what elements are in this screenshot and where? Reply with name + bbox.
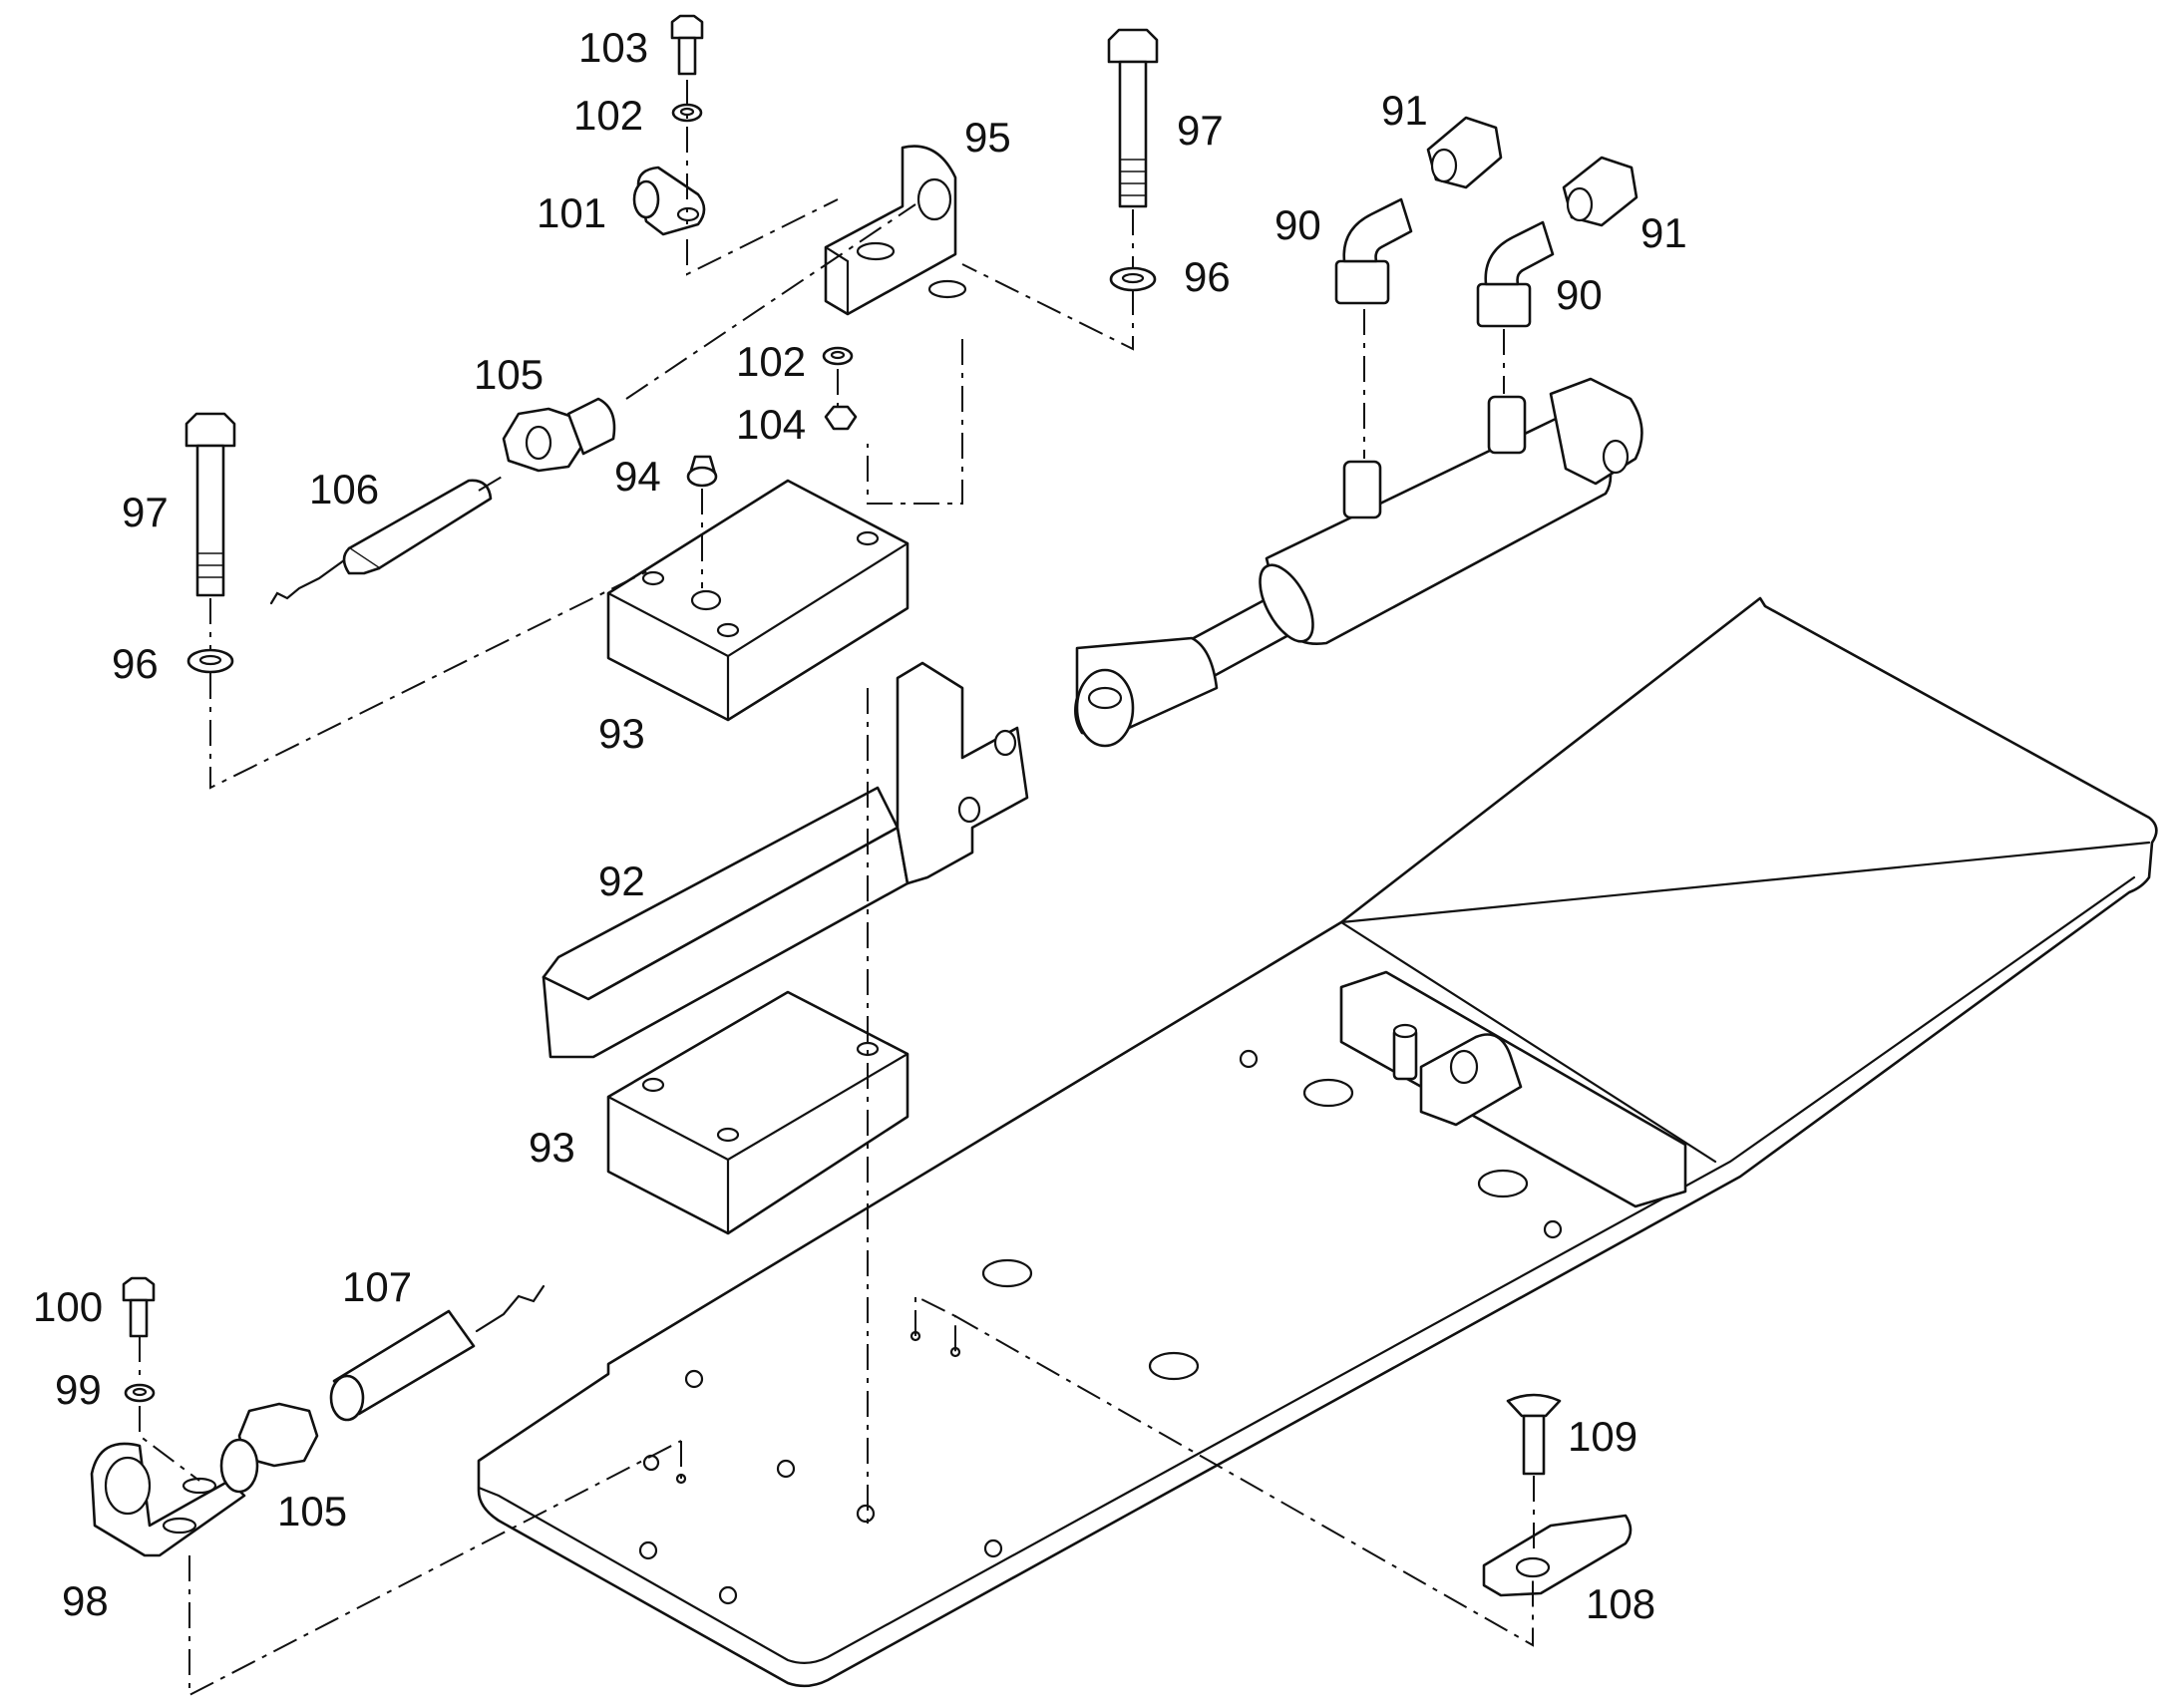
callout-91-left: 91 (1381, 87, 1428, 134)
callout-99: 99 (55, 1366, 102, 1413)
callout-106: 106 (309, 466, 379, 512)
washer-left (186, 648, 234, 674)
callout-105-lower: 105 (277, 1488, 347, 1535)
callout-95: 95 (964, 114, 1011, 161)
screw-100 (122, 1276, 156, 1338)
callout-90-right: 90 (1556, 271, 1603, 318)
callout-102-upper: 102 (573, 92, 643, 139)
washer-99 (124, 1383, 156, 1403)
callout-104: 104 (736, 401, 806, 448)
hex-bolt-left (184, 412, 236, 597)
guide-block-upper (606, 479, 909, 722)
callout-93-upper: 93 (598, 710, 645, 757)
callout-103: 103 (578, 24, 648, 71)
hex-bolt-upper (1107, 28, 1159, 208)
screw-103 (670, 14, 704, 76)
proximity-sensor-lower (329, 1284, 545, 1422)
guide-block-lower (606, 990, 909, 1235)
elbow-fitting-right (1476, 220, 1555, 328)
callout-labels: 90 90 91 91 92 93 93 94 95 96 96 97 97 9… (33, 24, 1687, 1627)
callout-96-left: 96 (112, 640, 159, 687)
callout-96-upper: 96 (1184, 253, 1231, 300)
sensor-nut-lower (219, 1402, 319, 1494)
callout-102-lower: 102 (736, 338, 806, 385)
elbow-fitting-left (1334, 197, 1413, 305)
slider-bar (542, 661, 1029, 1059)
slide-block-108 (1482, 1514, 1633, 1597)
screw-109 (1506, 1393, 1562, 1476)
grease-nipple (686, 455, 718, 488)
callout-97-upper: 97 (1177, 107, 1224, 154)
callout-90-left: 90 (1274, 201, 1321, 248)
fitting-101 (632, 166, 706, 236)
callout-107: 107 (342, 1263, 412, 1310)
callout-97-left: 97 (122, 489, 169, 535)
assembly-centerlines (139, 80, 1535, 1697)
hydraulic-cylinder (1074, 377, 1643, 748)
washer-102-lower (822, 346, 854, 366)
nut-104 (824, 405, 858, 431)
callout-105-upper: 105 (474, 351, 544, 398)
sensor-bracket (90, 1442, 246, 1557)
callout-101: 101 (537, 189, 606, 236)
callout-94: 94 (614, 453, 661, 500)
callout-98: 98 (62, 1577, 109, 1624)
mounting-bracket (824, 145, 967, 316)
union-nut-left (1426, 116, 1503, 189)
proximity-sensor-upper (269, 479, 493, 605)
callout-91-right: 91 (1640, 209, 1687, 256)
base-plate (477, 596, 2158, 1688)
callout-100: 100 (33, 1283, 103, 1330)
callout-109: 109 (1568, 1413, 1637, 1460)
callout-108: 108 (1586, 1580, 1655, 1627)
washer-102-upper (671, 103, 703, 123)
sensor-nut-upper (502, 397, 616, 473)
union-nut-right (1562, 156, 1638, 227)
callout-92: 92 (598, 857, 645, 904)
callout-93-lower: 93 (529, 1124, 575, 1171)
washer-upper (1109, 266, 1157, 292)
